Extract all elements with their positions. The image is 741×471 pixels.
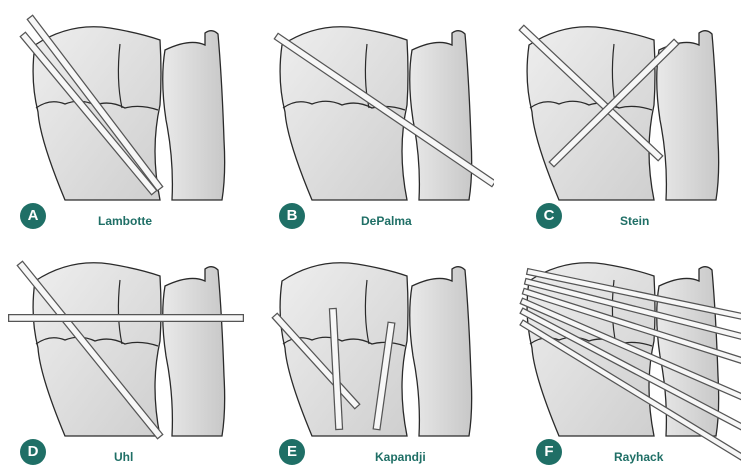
panel-letter-badge: B <box>279 203 305 229</box>
ulna <box>410 31 472 200</box>
panel-a: A Lambotte <box>0 0 247 235</box>
bone-illustration-b <box>247 0 494 235</box>
panel-letter-badge: A <box>20 203 46 229</box>
bone-illustration-c <box>494 0 741 235</box>
panel-c: C Stein <box>494 0 741 235</box>
panel-caption: Uhl <box>114 450 133 464</box>
bone-illustration-a <box>0 0 247 235</box>
panel-caption: Lambotte <box>98 214 152 228</box>
panel-d: D Uhl <box>0 236 247 471</box>
panel-b: B DePalma <box>247 0 494 235</box>
panel-letter-badge: C <box>536 203 562 229</box>
panel-caption: Stein <box>620 214 649 228</box>
bone-illustration-d <box>0 236 247 471</box>
panel-caption: Kapandji <box>375 450 426 464</box>
panel-caption: Rayhack <box>614 450 663 464</box>
ulna <box>163 267 225 436</box>
panel-caption: DePalma <box>361 214 412 228</box>
panel-e: E Kapandji <box>247 236 494 471</box>
ulna <box>410 267 472 436</box>
panel-f: F Rayhack <box>494 236 741 471</box>
bone-illustration-f <box>494 236 741 471</box>
ulna <box>163 31 225 200</box>
bone-illustration-e <box>247 236 494 471</box>
panel-letter-badge: D <box>20 439 46 465</box>
panel-letter-badge: F <box>536 439 562 465</box>
panel-letter-badge: E <box>279 439 305 465</box>
